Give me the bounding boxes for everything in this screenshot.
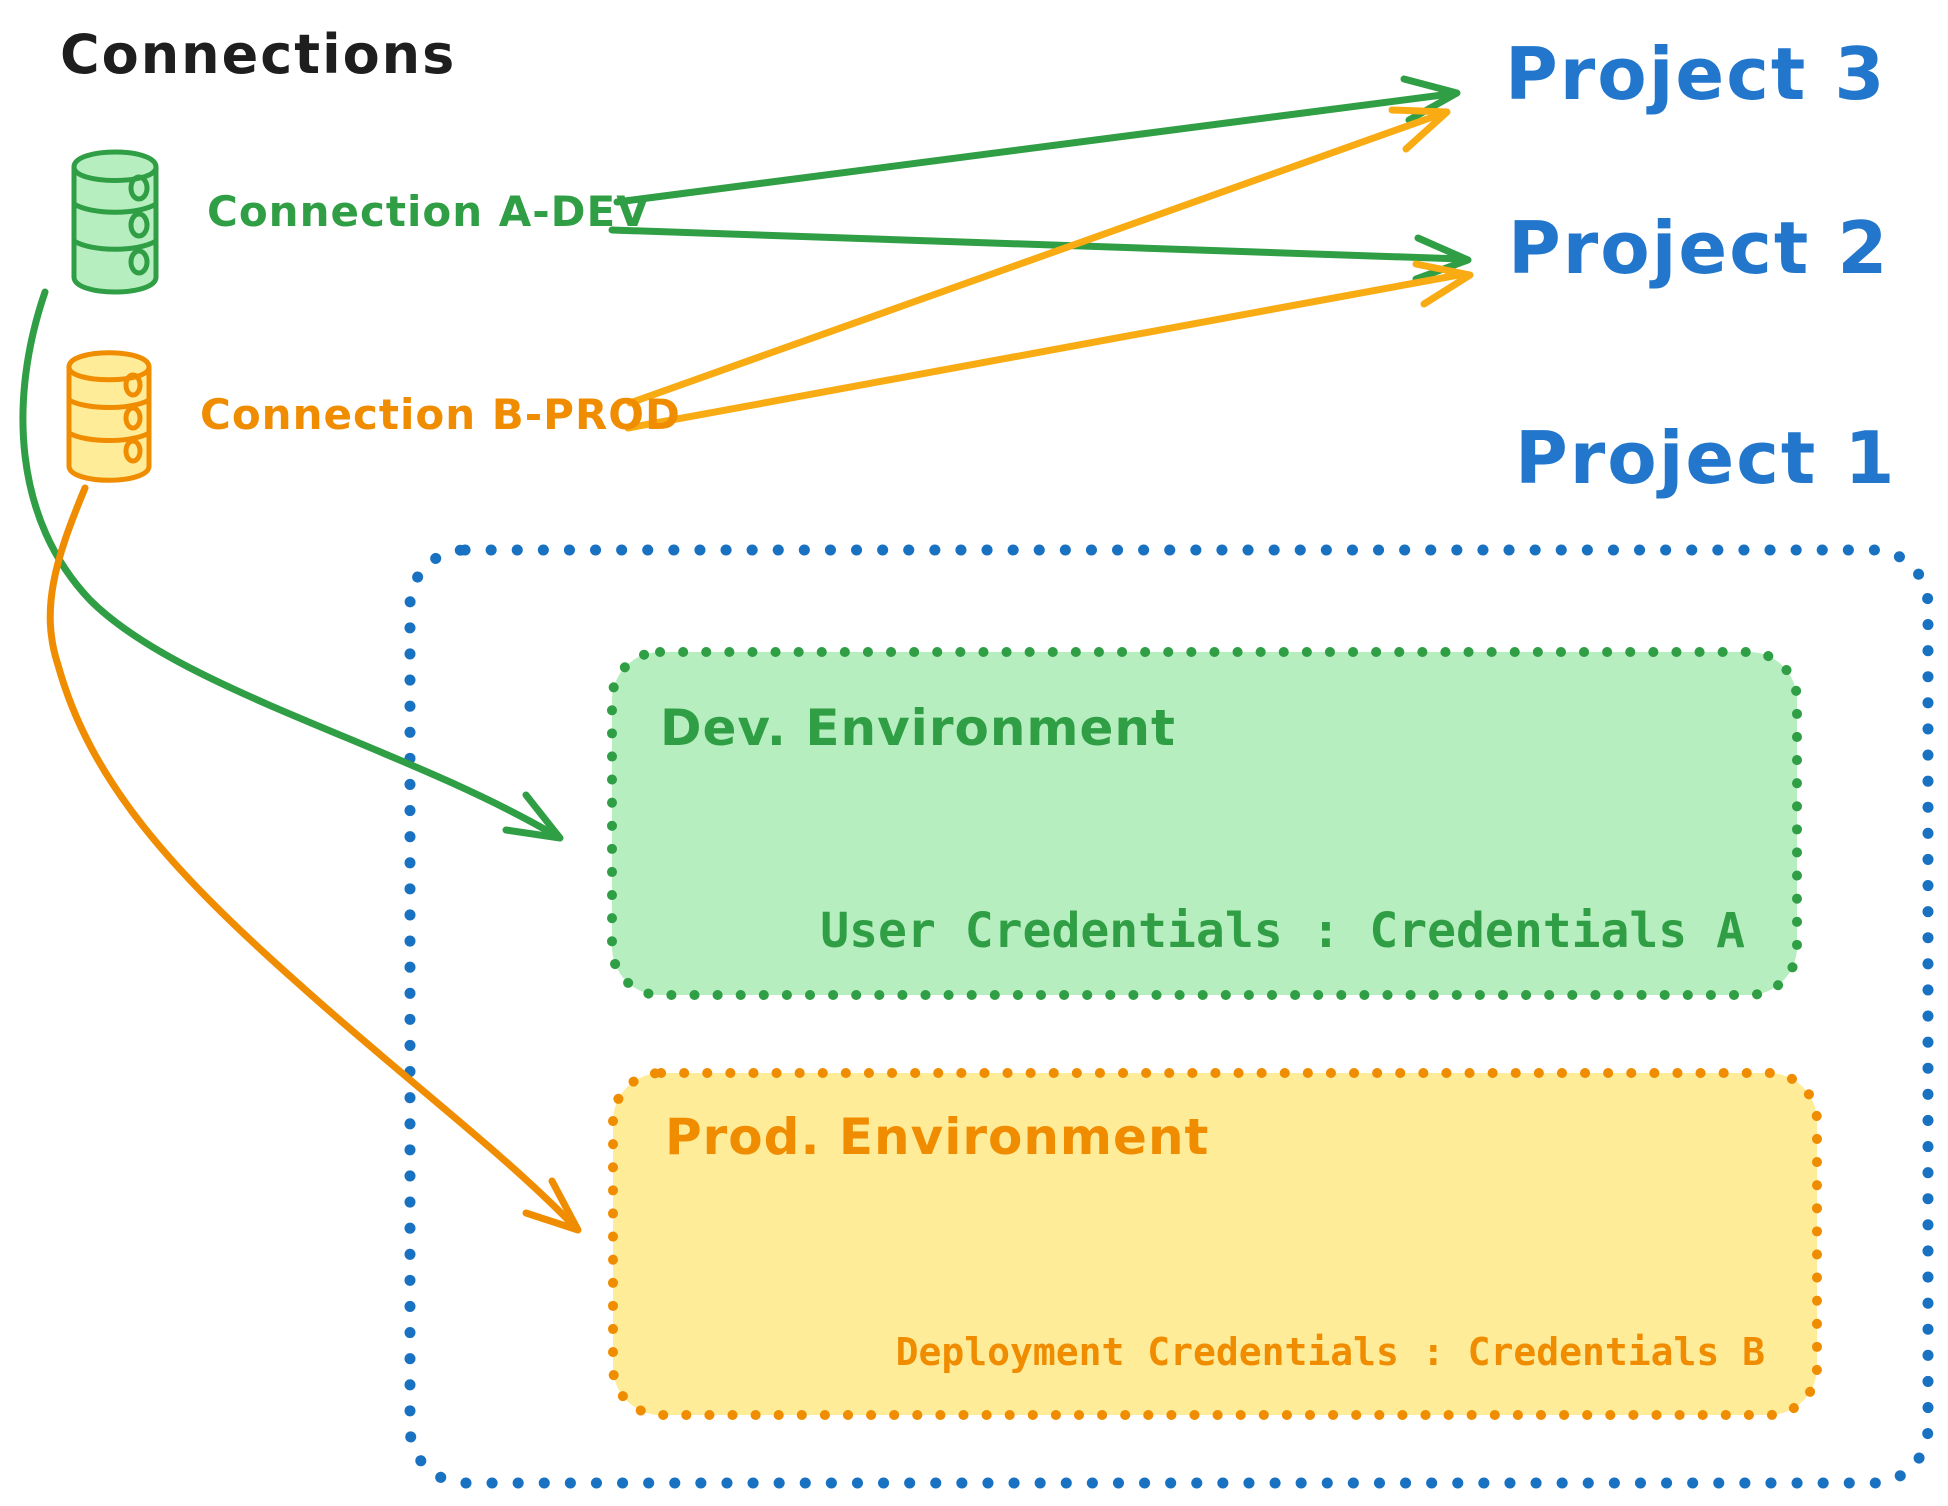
arrow-adev-to-project3 <box>613 75 1461 206</box>
database-port <box>128 248 150 276</box>
database-separator <box>66 397 152 410</box>
database-port <box>123 405 143 431</box>
prod-environment-title: Prod. Environment <box>665 1108 1210 1166</box>
dev-environment-box <box>607 647 1802 1000</box>
database-port <box>123 372 143 398</box>
database-port <box>128 211 150 239</box>
database-port <box>123 438 143 464</box>
prod-environment-credentials-text: Deployment Credentials : Credentials B <box>895 1330 1765 1374</box>
project-2-label: Project 2 <box>1508 206 1890 290</box>
arrow-shaft <box>626 110 1445 407</box>
arrowhead-icon <box>522 1177 582 1234</box>
arrowhead-icon <box>1412 260 1474 308</box>
database-separator <box>66 430 152 443</box>
diagram-title: Connections <box>60 23 457 86</box>
project-3-label: Project 3 <box>1505 32 1887 116</box>
arrow-shaft <box>608 226 1466 263</box>
prod-environment-box <box>608 1068 1822 1420</box>
database-body <box>71 149 159 295</box>
dev-environment-credentials-text: User Credentials : Credentials A <box>820 903 1745 959</box>
arrow-bprod-to-prod-environment <box>46 484 582 1234</box>
dev-environment-title: Dev. Environment <box>660 699 1176 757</box>
arrow-adev-to-dev-environment <box>19 288 564 842</box>
database-body <box>66 350 152 483</box>
connection-b-prod-label: Connection B-PROD <box>200 390 681 439</box>
project-1-label: Project 1 <box>1515 416 1897 500</box>
connection-a-dev-label: Connection A-DEV <box>207 187 650 236</box>
project1-boundary-box <box>404 544 1934 1489</box>
database-separator <box>71 201 159 215</box>
arrow-bprod-to-project2 <box>624 260 1474 432</box>
arrow-shaft <box>46 484 576 1228</box>
database-icon <box>66 350 152 483</box>
database-separator <box>71 238 159 252</box>
database-top-ellipse <box>71 164 159 183</box>
database-port <box>128 174 150 202</box>
database-icon <box>71 149 159 295</box>
database-top-ellipse <box>66 364 152 383</box>
arrow-bprod-to-project3 <box>626 106 1451 407</box>
arrowhead-icon <box>1412 234 1472 283</box>
arrow-shaft <box>613 90 1454 206</box>
arrow-shaft <box>19 288 557 838</box>
arrow-adev-to-project2 <box>608 226 1472 283</box>
arrow-shaft <box>624 270 1468 432</box>
arrowhead-icon <box>502 791 564 842</box>
arrowhead-icon <box>1388 106 1451 153</box>
